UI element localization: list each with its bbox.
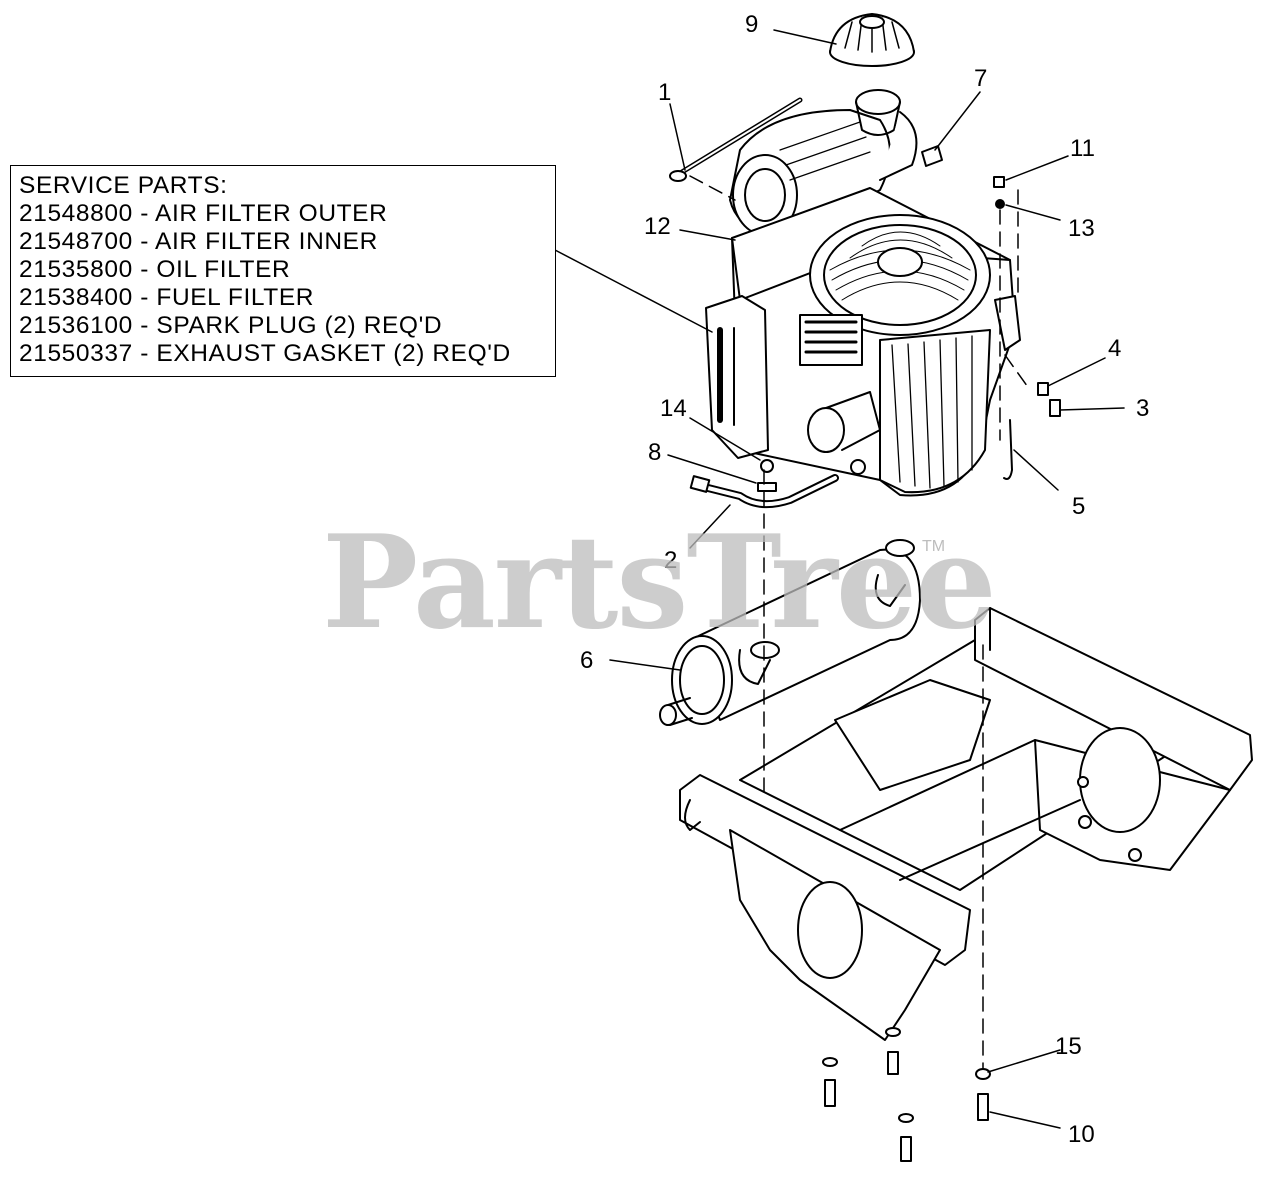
service-part-item: 21548800 - AIR FILTER OUTER — [19, 200, 388, 227]
service-part-item: 21550337 - EXHAUST GASKET (2) REQ'D — [19, 340, 511, 367]
engine-frame — [679, 607, 1253, 1041]
service-part-item: 21535800 - OIL FILTER — [19, 256, 291, 283]
callout-8: 8 — [648, 439, 661, 466]
fuel-filter-clip — [921, 145, 943, 167]
callout-1: 1 — [658, 79, 671, 106]
hardware-right — [1037, 382, 1061, 417]
callout-14: 14 — [660, 395, 687, 422]
engine-block — [705, 187, 1021, 497]
ground-wire — [1003, 419, 1013, 480]
service-parts-title: SERVICE PARTS: — [19, 172, 228, 199]
service-part-item: 21548700 - AIR FILTER INNER — [19, 228, 378, 255]
leader-lines — [554, 29, 1125, 1129]
hardware-top-right — [993, 176, 1005, 209]
service-part-item: 21536100 - SPARK PLUG (2) REQ'D — [19, 312, 443, 339]
callout-3: 3 — [1136, 395, 1149, 422]
callout-11: 11 — [1070, 135, 1095, 162]
callout-12: 12 — [644, 213, 671, 240]
callout-2: 2 — [664, 547, 677, 574]
callout-7: 7 — [974, 65, 987, 92]
callout-5: 5 — [1072, 493, 1085, 520]
callout-13: 13 — [1068, 215, 1095, 242]
service-parts-box: SERVICE PARTS: 21548800 - AIR FILTER OUT… — [10, 165, 556, 377]
parts-tree-watermark: PartsTree — [322, 508, 997, 658]
frame-mount-hardware — [822, 1027, 991, 1162]
air-filter-cover — [829, 13, 915, 67]
muffler — [659, 539, 921, 726]
callout-4: 4 — [1108, 335, 1121, 362]
callout-6: 6 — [580, 647, 593, 674]
callout-10: 10 — [1068, 1121, 1095, 1148]
callout-15: 15 — [1055, 1033, 1082, 1060]
dipstick-tube — [669, 97, 803, 182]
trademark-mark: TM — [922, 538, 946, 555]
service-part-item: 21538400 - FUEL FILTER — [19, 284, 315, 311]
callout-9: 9 — [745, 11, 758, 38]
alignment-lines — [689, 175, 1031, 1069]
fuel-line — [689, 459, 866, 509]
